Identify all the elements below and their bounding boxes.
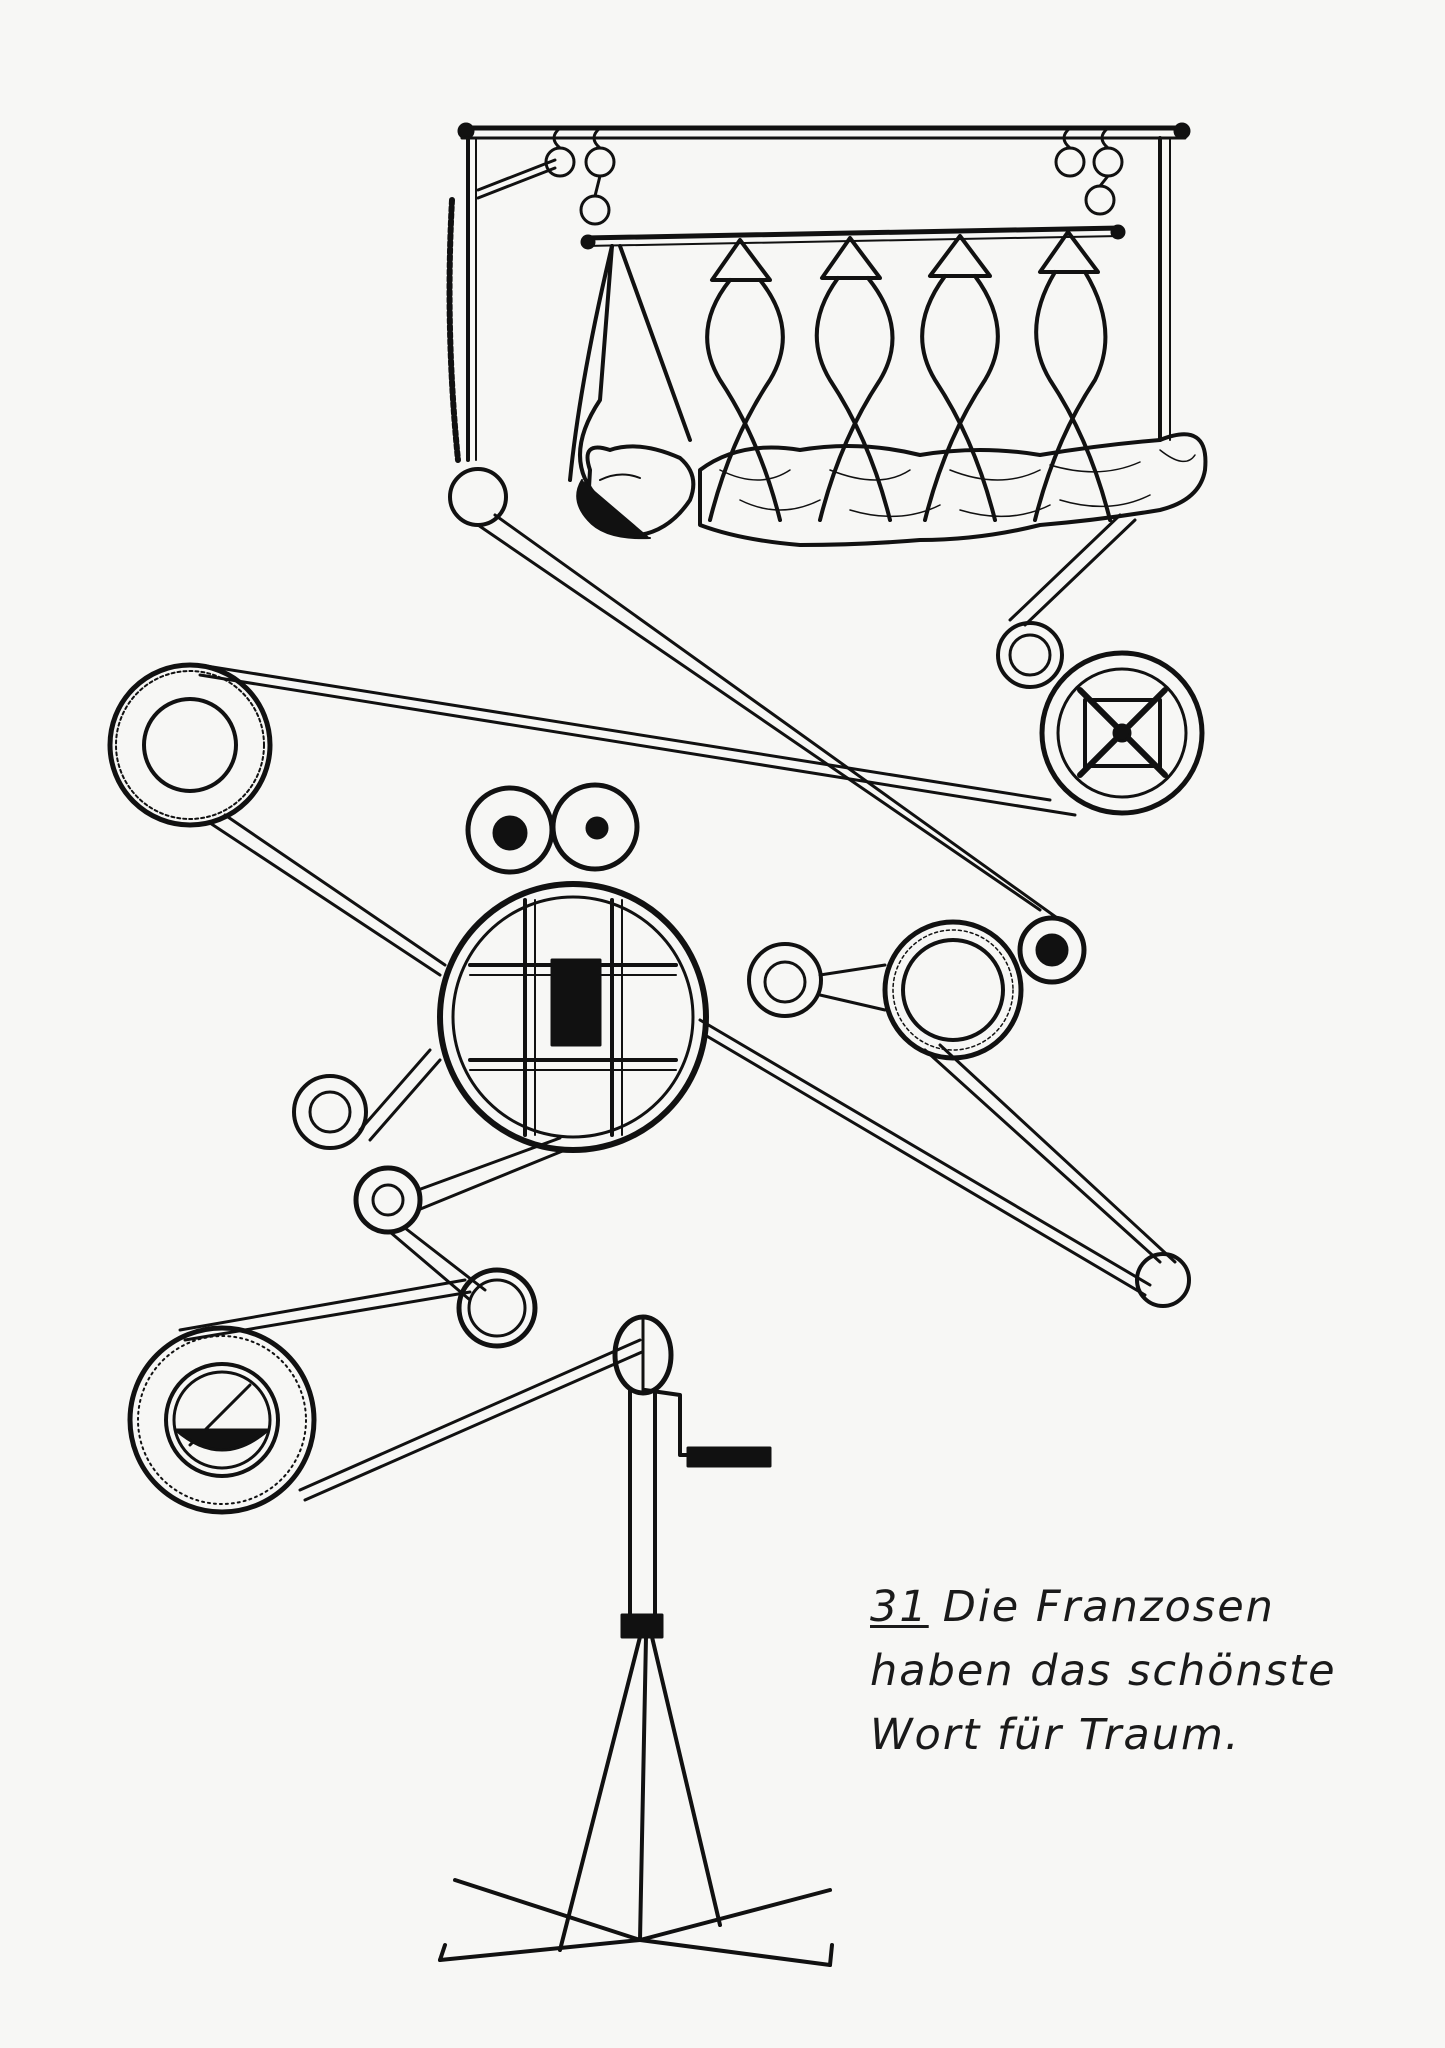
upper-right-wheels xyxy=(448,467,1205,816)
left-large-wheel xyxy=(107,662,273,828)
crank-stand xyxy=(438,1314,834,1967)
right-middle-wheels xyxy=(747,915,1087,1061)
caption-line-1: 31 Die Franzosen xyxy=(870,1575,1340,1639)
caption-number: 31 xyxy=(870,1582,929,1632)
twin-wheels xyxy=(465,782,640,875)
central-wheel xyxy=(437,881,709,1153)
caption-line-3: Wort für Traum. xyxy=(870,1710,1241,1760)
caption-text-1: Die Franzosen xyxy=(942,1582,1275,1632)
bottom-drum xyxy=(127,1267,538,1515)
caption: 31 Die Franzosen haben das schönste Wort … xyxy=(870,1575,1340,1767)
drive-belts xyxy=(178,513,1177,1502)
left-middle-wheels xyxy=(292,1074,1191,1308)
caption-line-2: haben das schönste xyxy=(870,1646,1337,1696)
sleeping-figure xyxy=(576,432,1208,547)
body-slings xyxy=(568,230,1112,522)
